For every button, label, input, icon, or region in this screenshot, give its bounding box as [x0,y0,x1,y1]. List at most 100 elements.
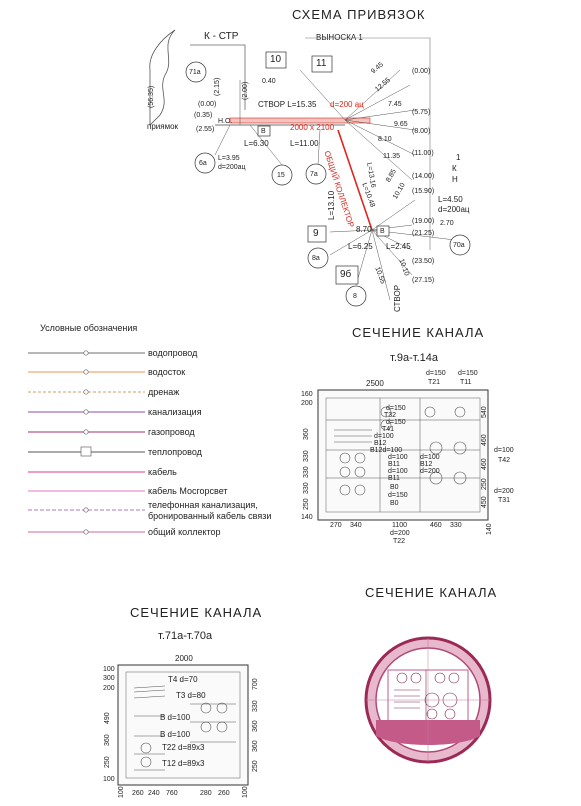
scheme-drawing [149,29,471,307]
ho-label: Н.О. [218,118,233,125]
elev-15: (27.15) [412,277,435,284]
elev-8: (8.00) [412,128,431,135]
s2-row-2: B d=100 [160,713,191,722]
dim-745: 7.45 [388,101,402,108]
k-h-one: 1 [456,153,461,162]
s1-inner-6: B12d=100 [370,447,403,454]
s1-ldim-1: 200 [301,400,313,407]
elev-14: (23.50) [412,258,435,265]
square-10 [265,51,287,69]
d200ac-right: d=200ац [438,205,470,214]
priyamok-label: приямок [147,122,179,131]
section3-title: СЕЧЕНИЕ КАНАЛА [365,585,498,600]
s1-inner-9: d=100 [388,468,408,475]
s1-inner-4: d=100 [374,433,394,440]
s1-inner-3: T41 [382,426,395,433]
s1-bdim-4: 330 [450,522,462,529]
elev-10: (14.00) [412,173,435,180]
legend-teploprovod: теплопровод [148,447,202,457]
section2-subtitle: т.71а-т.70а [158,630,213,642]
legend-telefon-2: бронированный кабель связи [148,511,272,521]
s2-row-5: T12 d=89x3 [162,759,205,768]
s2-ldim-1: 300 [103,675,115,682]
s1-bdim-2: 1100 [392,522,408,529]
l625: L=6.25 [348,242,373,251]
circle-71a-label: 71а [189,69,201,76]
section-dim-label: 2000 x 2100 [290,123,335,132]
legend-title: Условные обозначения [40,323,138,333]
legend-kabel: кабель [148,467,177,477]
s1-right-2: d=200 [494,488,514,495]
legend-gazoprovod: газопровод [148,427,195,437]
l870: 8.70 [356,225,372,234]
s1-right-0: d=100 [494,447,514,454]
s1-inner-r0: d=100 [420,454,440,461]
scheme-title: СХЕМА ПРИВЯЗОК [292,7,426,22]
section1-subtitle: т.9а-т.14а [390,352,439,364]
s2-ldim-6: 100 [103,776,115,783]
d200ac-left: d=200ац [218,164,246,171]
elev-1: (0.00) [198,101,217,108]
k-str-label: К - СТР [204,31,239,42]
elev-3: (2.55) [196,126,215,133]
s1-right-1: T42 [498,457,511,464]
circle-71a [185,61,207,83]
d200-top-label: d=200 ац [330,100,364,109]
legend-telefon: телефонная канализация, [148,500,258,510]
s1-inner-13: B0 [390,500,399,507]
building-outline [149,29,176,126]
elev-2: (0.35) [194,112,213,119]
circle-7a-label: 7а [310,171,318,178]
square-10-label: 10 [270,54,282,65]
node-b-bottom [376,225,390,237]
kstr-wall [190,44,246,110]
circle-15-label: 15 [277,172,285,179]
circle-8a [307,247,329,269]
square-9 [307,225,327,243]
legend-vodoprovod: водопровод [148,348,198,358]
legend-vodostok: водосток [148,367,186,377]
s1-bdim-0: 270 [330,522,342,529]
dim-965: 9.65 [394,121,408,128]
circle-8-label: 8 [353,293,357,300]
s2-bdim-1: 260 [132,790,144,797]
s1-inner-10: B11 [388,475,400,482]
square-9b-label: 9б [340,269,352,280]
s1-inner-11: B0 [390,484,399,491]
s2-bdim-2: 240 [148,790,160,797]
square-9-label: 9 [313,228,319,239]
l450: L=4.50 [438,195,463,204]
s1-inner-1: T32 [384,412,397,419]
circle-15 [271,164,293,186]
stvor-top-label: СТВОР L=15.35 [258,100,317,109]
s1-bottom-d: d=200 [390,530,410,537]
s1-inner-5: B12 [374,440,387,447]
dim-040: 0.40 [262,78,276,85]
s1-bdim-1: 340 [350,522,362,529]
section1-width: 2500 [366,379,384,388]
l395: L=3.95 [218,155,240,162]
s2-ldim-0: 100 [103,666,115,673]
s2-ldim-2: 200 [103,685,115,692]
s1-top-d1: d=150 [426,370,446,377]
s1-bottom-t: T22 [393,538,406,545]
s1-inner-r2: d=200 [420,468,440,475]
elev-6: (0.00) [412,68,431,75]
s1-inner-8: B11 [388,461,400,468]
legend-kabel-mosgorsvet: кабель Мосгорсвет [148,486,228,496]
channel-red [229,117,371,124]
section1-title: СЕЧЕНИЕ КАНАЛА [352,325,485,340]
s1-top-d2: d=150 [458,370,478,377]
s1-bdim-3: 460 [430,522,442,529]
collector-line [337,129,373,231]
circle-8a-label: 8а [312,255,320,262]
circle-8 [345,285,367,307]
elev-12: (19.00) [412,218,435,225]
s1-top-t21: T21 [428,379,441,386]
vynoska-frame [305,37,431,250]
square-11-label: 11 [316,58,327,69]
s2-bdim-4: 280 [200,790,212,797]
elev-13: (21.25) [412,230,435,237]
